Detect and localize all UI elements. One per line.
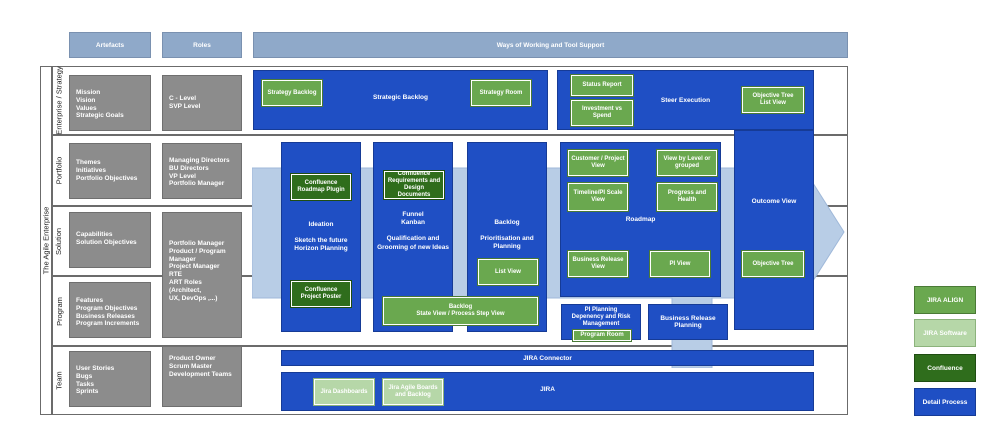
- legend-confluence: Confluence: [914, 354, 976, 382]
- tool-jira-dashboards[interactable]: Jira Dashboards: [313, 378, 375, 406]
- header-artefacts: Artefacts: [69, 32, 151, 58]
- row-label-enterprise-text: Enterprise / Strategy: [54, 66, 64, 135]
- process-outcome-view: Outcome View: [734, 130, 814, 330]
- legend-jira-software: JIRA Software: [914, 319, 976, 347]
- tool-customer-project-view[interactable]: Customer / Project View: [567, 149, 629, 177]
- side-label: The Agile Enterprise: [40, 66, 52, 415]
- tool-investment-vs-spend[interactable]: Investment vs Spend: [570, 99, 634, 127]
- process-backlog-label: Backlog Prioritisation and Planning: [480, 219, 534, 251]
- tool-confluence-roadmap-plugin[interactable]: Confluence Roadmap Plugin: [290, 173, 352, 201]
- tool-status-report[interactable]: Status Report: [570, 74, 634, 97]
- tool-progress-health[interactable]: Progress and Health: [656, 182, 718, 212]
- process-outcome-view-label: Outcome View: [751, 198, 797, 205]
- process-pi-planning-label: PI Planning Depenency and Risk Managemen…: [571, 307, 631, 328]
- artefact-program: Features Program Objectives Business Rel…: [69, 282, 151, 338]
- row-label-program: Program: [52, 276, 66, 346]
- tool-objective-tree[interactable]: Objective Tree: [741, 250, 805, 278]
- artefact-team: User Stories Bugs Tasks Sprints: [69, 351, 151, 407]
- tool-strategy-backlog[interactable]: Strategy Backlog: [261, 79, 323, 107]
- tool-objective-tree-list-view[interactable]: Objective Tree List View: [741, 86, 805, 114]
- tool-timeline-pi-scale-view[interactable]: Timeline/PI Scale View: [567, 182, 629, 212]
- role-solution-program: Portfolio Manager Product / Program Mana…: [162, 212, 242, 338]
- row-label-enterprise: Enterprise / Strategy: [52, 66, 66, 135]
- row-label-solution-text: Solution: [54, 227, 64, 255]
- side-label-text: The Agile Enterprise: [41, 206, 51, 275]
- artefact-solution: Capabilities Solution Objectives: [69, 212, 151, 268]
- lane-team: [52, 346, 848, 415]
- tool-business-release-view[interactable]: Business Release View: [567, 250, 629, 278]
- tool-strategy-room[interactable]: Strategy Room: [470, 79, 532, 107]
- process-steer-execution-label: Steer Execution: [660, 97, 711, 104]
- tool-confluence-project-poster[interactable]: Confluence Project Poster: [290, 280, 352, 308]
- tool-list-view[interactable]: List View: [477, 258, 539, 286]
- role-team: Product Owner Scrum Master Development T…: [162, 346, 242, 407]
- tool-pi-view[interactable]: PI View: [649, 250, 711, 278]
- process-funnel-label: Funnel Kanban Qualification and Grooming…: [377, 211, 449, 251]
- process-strategic-backlog-label: Strategic Backlog: [373, 94, 428, 101]
- process-jira-connector: JIRA Connector: [281, 350, 814, 366]
- tool-program-room[interactable]: Program Room: [572, 329, 632, 342]
- role-enterprise: C - Level SVP Level: [162, 75, 242, 131]
- row-label-portfolio: Portfolio: [52, 135, 66, 206]
- lane-enterprise: [52, 66, 848, 135]
- legend-jira-align: JIRA ALIGN: [914, 286, 976, 314]
- role-portfolio: Managing Directors BU Directors VP Level…: [162, 143, 242, 199]
- artefact-enterprise: Mission Vision Values Strategic Goals: [69, 75, 151, 131]
- legend-detail-process: Detail Process: [914, 388, 976, 416]
- process-roadmap-label: Roadmap: [625, 216, 656, 223]
- process-backlog-state-view[interactable]: Backlog State View / Process Step View: [382, 296, 539, 326]
- process-jira-label: JIRA: [540, 386, 555, 393]
- row-label-team: Team: [52, 346, 66, 415]
- row-label-portfolio-text: Portfolio: [54, 156, 64, 185]
- row-label-team-text: Team: [54, 371, 64, 390]
- artefact-portfolio: Themes Initiatives Portfolio Objectives: [69, 143, 151, 199]
- tool-confluence-requirements[interactable]: Confluence Requirements and Design Docum…: [383, 170, 445, 200]
- tool-view-by-level[interactable]: View by Level or grouped: [656, 149, 718, 177]
- row-label-program-text: Program: [54, 296, 64, 326]
- process-ideation-label: Ideation Sketch the future Horizon Plann…: [294, 221, 348, 253]
- header-ways-of-working: Ways of Working and Tool Support: [253, 32, 848, 58]
- tool-jira-agile-boards[interactable]: Jira Agile Boards and Backlog: [382, 378, 444, 406]
- process-business-release-planning: Business Release Planning: [648, 304, 728, 340]
- header-roles: Roles: [162, 32, 242, 58]
- row-label-solution: Solution: [52, 206, 66, 276]
